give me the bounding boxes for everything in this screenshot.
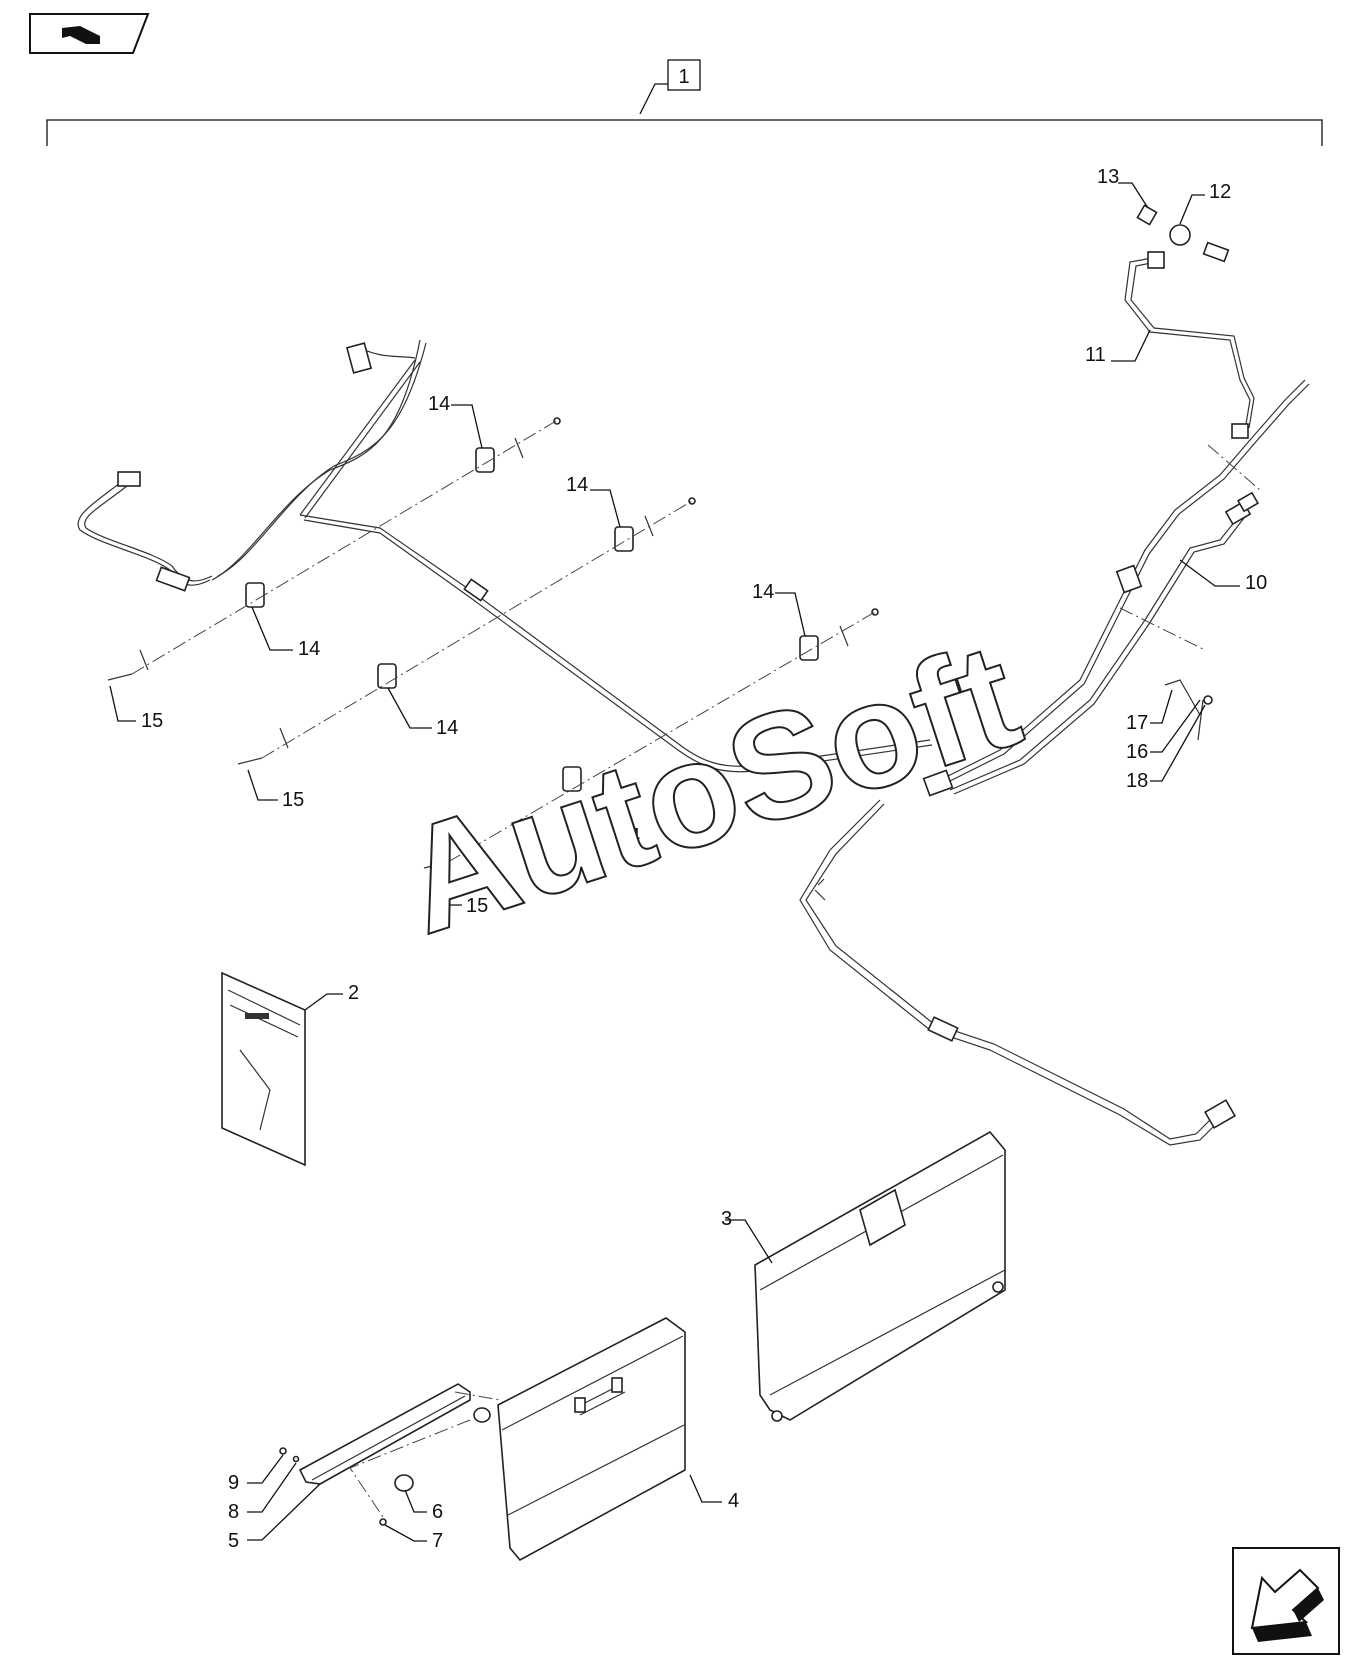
lower-hose xyxy=(799,799,1236,1146)
left-tube-assembly xyxy=(77,339,933,773)
callout-18: 18 xyxy=(1126,770,1148,792)
callout-9: 9 xyxy=(228,1472,239,1494)
callout-13: 13 xyxy=(1097,166,1119,188)
callout-15-b: 15 xyxy=(282,789,304,811)
callout-6: 6 xyxy=(432,1501,443,1523)
callout-5: 5 xyxy=(228,1530,239,1552)
return-arrow-icon[interactable] xyxy=(29,13,150,54)
next-page-arrow-icon[interactable] xyxy=(1232,1547,1340,1655)
assembly-bracket xyxy=(46,59,1323,146)
callout-10: 10 xyxy=(1245,572,1267,594)
callout-3: 3 xyxy=(721,1208,732,1230)
leader-lines xyxy=(109,182,1240,1542)
clamps xyxy=(245,417,879,792)
callout-14-f: 14 xyxy=(618,825,640,847)
callout-labels: 1 13 12 11 10 14 14 14 14 14 14 15 15 15… xyxy=(141,66,1267,1552)
callout-16: 16 xyxy=(1126,741,1148,763)
callout-14-b: 14 xyxy=(566,474,588,496)
watermark: AutoSoft xyxy=(383,610,1037,965)
callout-8: 8 xyxy=(228,1501,239,1523)
cover-panel-small xyxy=(497,1317,686,1562)
callout-4: 4 xyxy=(728,1490,739,1512)
callout-17: 17 xyxy=(1126,712,1148,734)
bolts xyxy=(107,649,469,869)
mounting-rail xyxy=(279,1383,501,1526)
callout-1: 1 xyxy=(678,66,689,88)
cover-panel-large xyxy=(754,1130,1006,1422)
callout-14-c: 14 xyxy=(752,581,774,603)
callout-15-c: 15 xyxy=(466,895,488,917)
center-lines xyxy=(131,420,1261,863)
callout-2: 2 xyxy=(348,982,359,1004)
callout-7: 7 xyxy=(432,1530,443,1552)
hardware-16-18 xyxy=(1164,679,1213,741)
callout-14-d: 14 xyxy=(298,638,320,660)
callout-11: 11 xyxy=(1085,344,1106,366)
callout-14-a: 14 xyxy=(428,393,450,415)
fittings-12-13 xyxy=(1136,204,1230,263)
manual-booklet xyxy=(221,971,306,1167)
callout-15-a: 15 xyxy=(141,710,163,732)
callout-12: 12 xyxy=(1209,181,1231,203)
callout-14-e: 14 xyxy=(436,717,458,739)
